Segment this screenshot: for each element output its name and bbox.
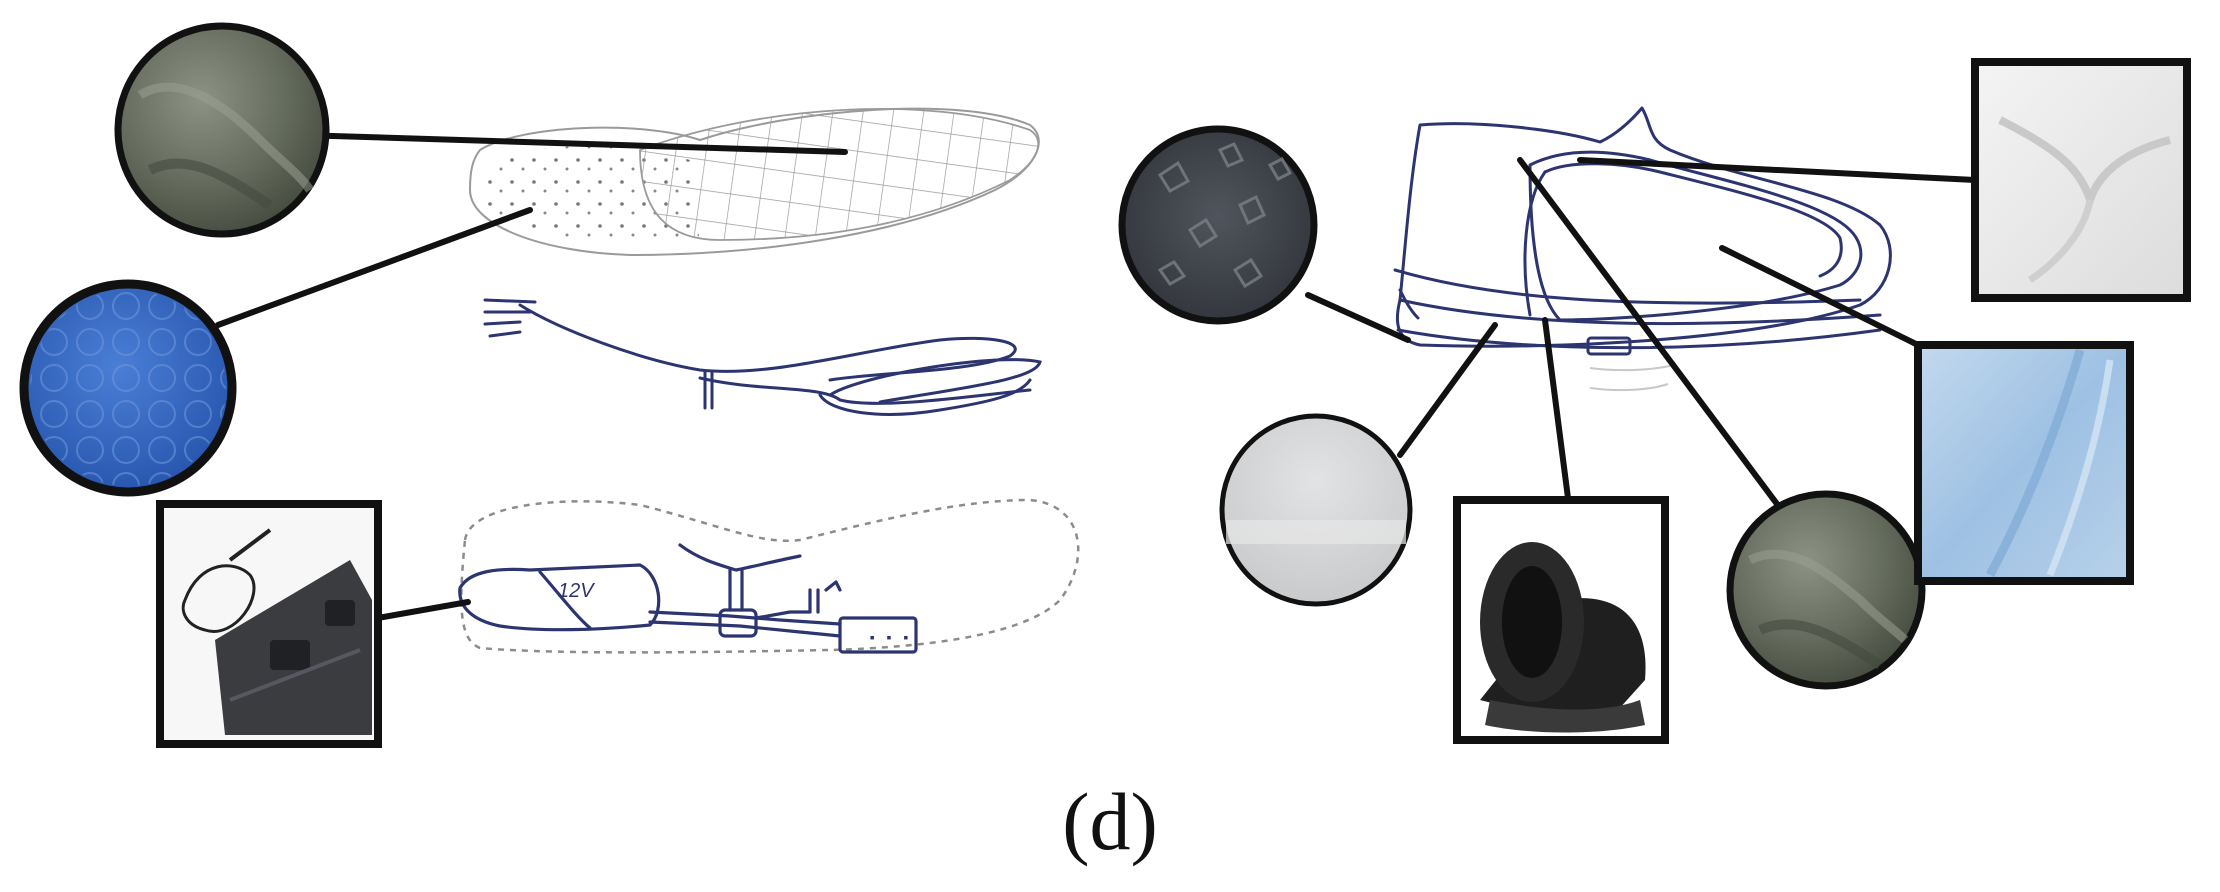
heating-element-sketch: [483, 298, 1042, 416]
olive-fabric-swatch-icon: [114, 22, 330, 238]
battery-label: 12V: [558, 580, 595, 602]
gray-foam-swatch-icon: [1219, 413, 1413, 607]
shoe-pencil-guides: [1589, 365, 1671, 392]
rubber-roll-photo-icon: [1453, 496, 1669, 744]
insole-sketch: [468, 107, 1040, 257]
shoe-sketch: [1393, 106, 1892, 356]
leader-lines: [215, 132, 1978, 621]
electronics-layout-sketch: 12V ▪ ▪ ▪: [458, 498, 1080, 654]
charger-battery-photo-icon: [156, 500, 382, 748]
olive-fabric-swatch-icon-2: [1726, 490, 1926, 690]
figure-caption: (d): [1062, 776, 1158, 867]
textured-sole-swatch-icon: [1118, 125, 1318, 325]
light-blue-fabric-swatch-icon: [1914, 341, 2134, 585]
svg-text:▪ ▪ ▪: ▪ ▪ ▪: [868, 631, 910, 647]
white-terry-swatch-icon: [1971, 58, 2191, 302]
blue-mesh-swatch-icon: [19, 279, 237, 497]
